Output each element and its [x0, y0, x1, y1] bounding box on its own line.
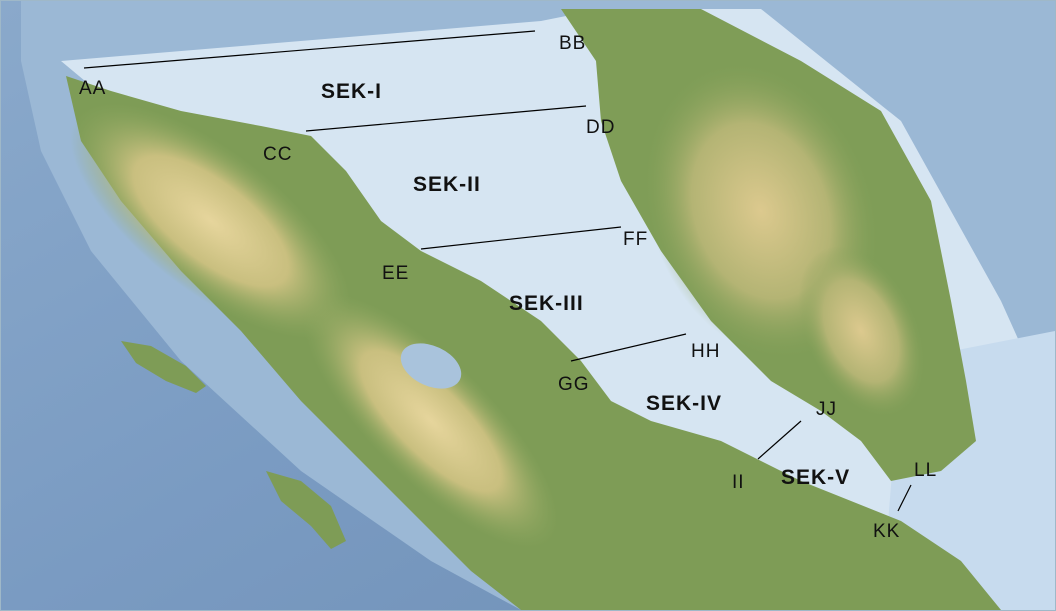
point-label-cc: CC	[263, 144, 292, 165]
point-label-gg: GG	[558, 374, 590, 395]
line-kk-ll	[897, 484, 912, 512]
sector-label-sek-5: SEK-V	[781, 466, 850, 489]
line-aa-bb	[83, 30, 536, 69]
point-label-dd: DD	[586, 117, 615, 138]
point-label-bb: BB	[559, 33, 586, 54]
nias-island	[266, 471, 346, 549]
line-ii-jj	[757, 420, 802, 460]
sumatra-highland-north	[70, 102, 352, 340]
sector-label-sek-1: SEK-I	[321, 80, 382, 103]
point-label-ll: LL	[914, 460, 937, 481]
point-label-ee: EE	[382, 263, 409, 284]
point-label-aa: AA	[79, 78, 106, 99]
line-ee-ff	[420, 226, 622, 250]
point-label-ii: II	[732, 472, 745, 493]
point-label-kk: KK	[873, 521, 900, 542]
sector-label-sek-3: SEK-III	[509, 292, 584, 315]
lake-toba	[400, 343, 462, 389]
point-label-hh: HH	[691, 341, 720, 362]
line-cc-dd	[305, 105, 587, 132]
point-label-ff: FF	[623, 229, 648, 250]
sector-label-sek-2: SEK-II	[413, 173, 481, 196]
peninsula-highland-2	[798, 246, 924, 416]
simeulue-island	[121, 341, 206, 393]
line-gg-hh	[570, 333, 687, 362]
point-label-jj: JJ	[816, 399, 837, 420]
sumatra-highland-south	[303, 293, 559, 549]
sector-label-sek-4: SEK-IV	[646, 392, 722, 415]
